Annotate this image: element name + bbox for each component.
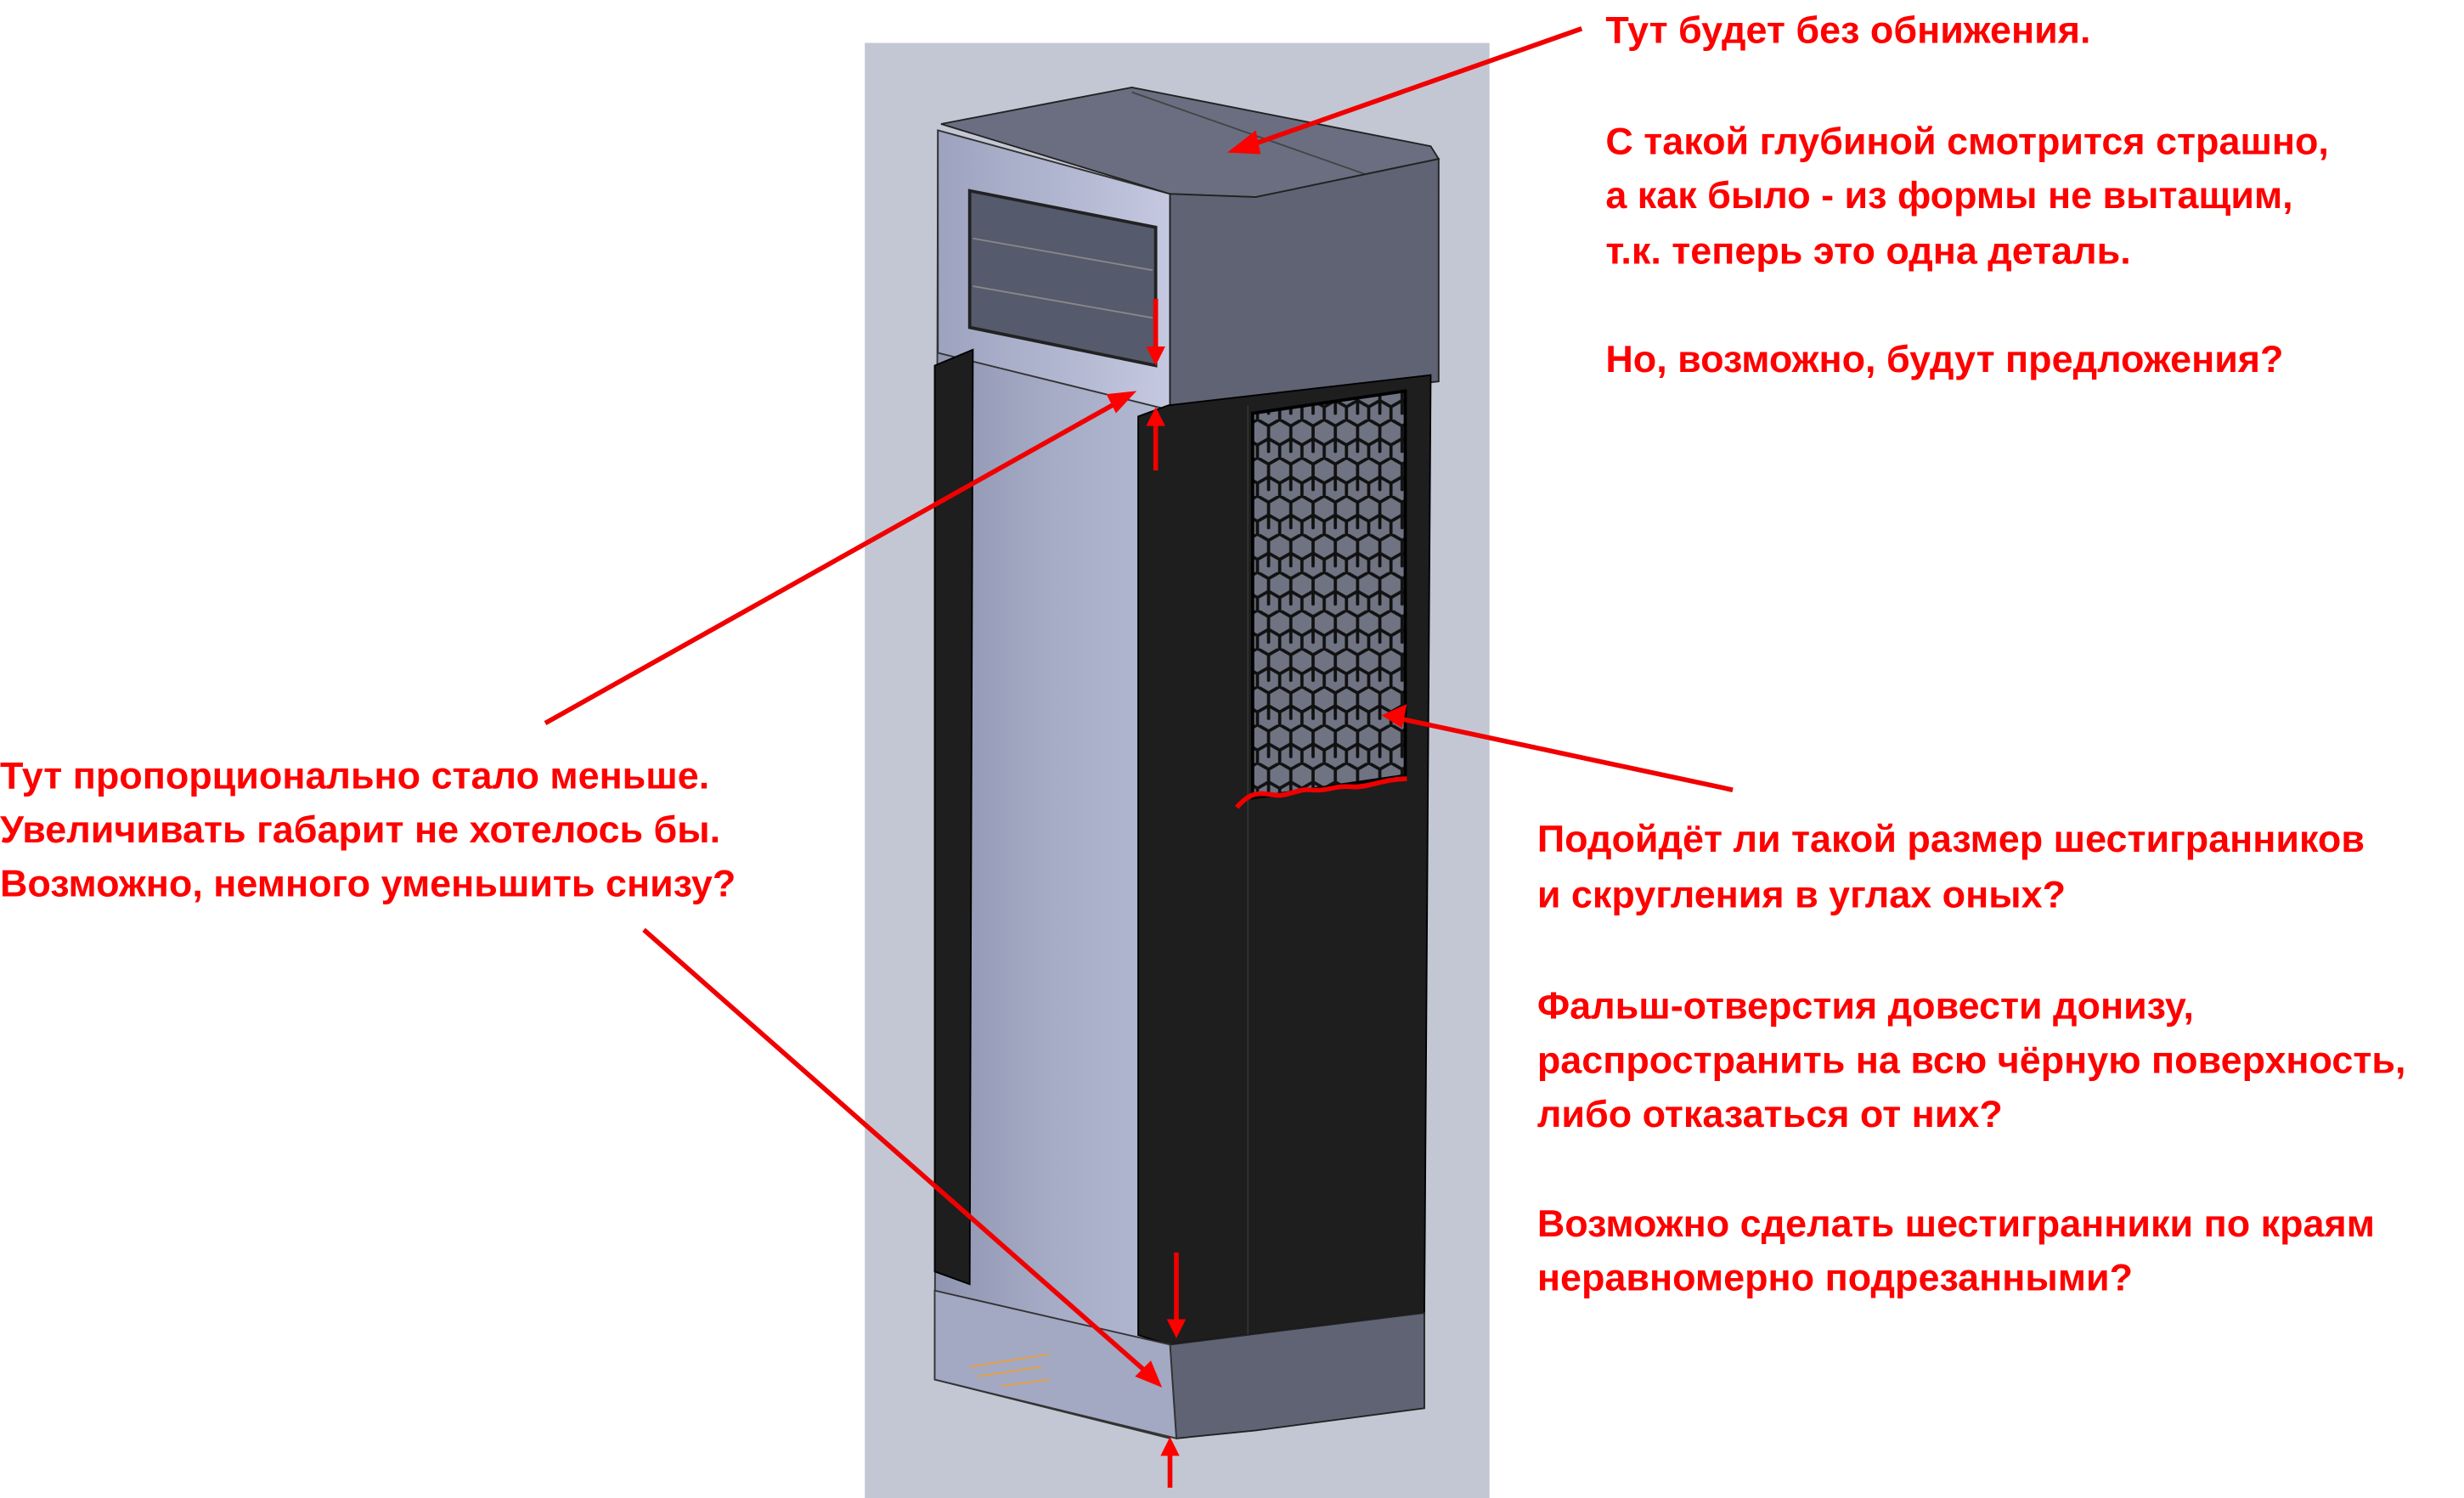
lid-seam-line [1131, 91, 1367, 176]
note-line: либо отказаться от них? [1537, 1092, 2003, 1135]
note-line: неравномерно подрезанными? [1537, 1256, 2133, 1299]
opening-inner-edge [973, 237, 1153, 272]
dimension-arrow-top-up [1146, 407, 1165, 470]
annotation-arrows [544, 26, 1734, 1488]
note-line: и скругления в углах оных? [1537, 873, 2066, 916]
note-line: Возможно сделать шестигранники по краям [1537, 1202, 2375, 1245]
note-line: Тут пропорционально стало меньше. [0, 753, 709, 797]
annotation-right-middle: Подойдёт ли такой размер шестигранников … [1537, 817, 2406, 1299]
arrow-to-opening [544, 391, 1137, 726]
device-model [933, 86, 1441, 1440]
note-line: Увеличивать габарит не хотелось бы. [0, 808, 720, 851]
note-line: т.к. теперь это одна деталь. [1605, 229, 2130, 273]
dimension-arrow-bottom-down [1166, 1252, 1187, 1338]
note-line: Фальш-отверстия довести донизу, [1537, 984, 2194, 1028]
arrow-to-grille [1381, 704, 1734, 792]
note-line: а как было - из формы не вытащим, [1605, 173, 2292, 217]
opening-inner-edge [973, 284, 1153, 319]
wavy-markup-line [1235, 776, 1407, 809]
note-line: Но, возможно, будут предложения? [1605, 337, 2283, 380]
note-line: Тут будет без обнижения. [1605, 8, 2090, 52]
note-line: С такой глубиной смотрится страшно, [1605, 120, 2329, 163]
dimension-arrow-bottom-up [1160, 1436, 1180, 1488]
note-line: Возможно, немного уменьшить снизу? [0, 862, 736, 905]
orange-sketch-marks [969, 1353, 1050, 1387]
arrow-to-lid [1226, 26, 1583, 155]
left-black-strip [933, 348, 974, 1286]
arrow-to-bottom [642, 927, 1163, 1388]
hexagon-grille [1250, 389, 1407, 800]
note-line: Подойдёт ли такой размер шестигранников [1537, 817, 2365, 860]
dimension-arrow-top-down [1146, 298, 1165, 366]
top-cap-right [1169, 158, 1440, 411]
annotation-left: Тут пропорционально стало меньше. Увелич… [0, 753, 736, 904]
annotation-top-right: Тут будет без обнижения. С такой глубино… [1605, 8, 2329, 380]
note-line: распространить на всю чёрную поверхность… [1537, 1038, 2406, 1081]
